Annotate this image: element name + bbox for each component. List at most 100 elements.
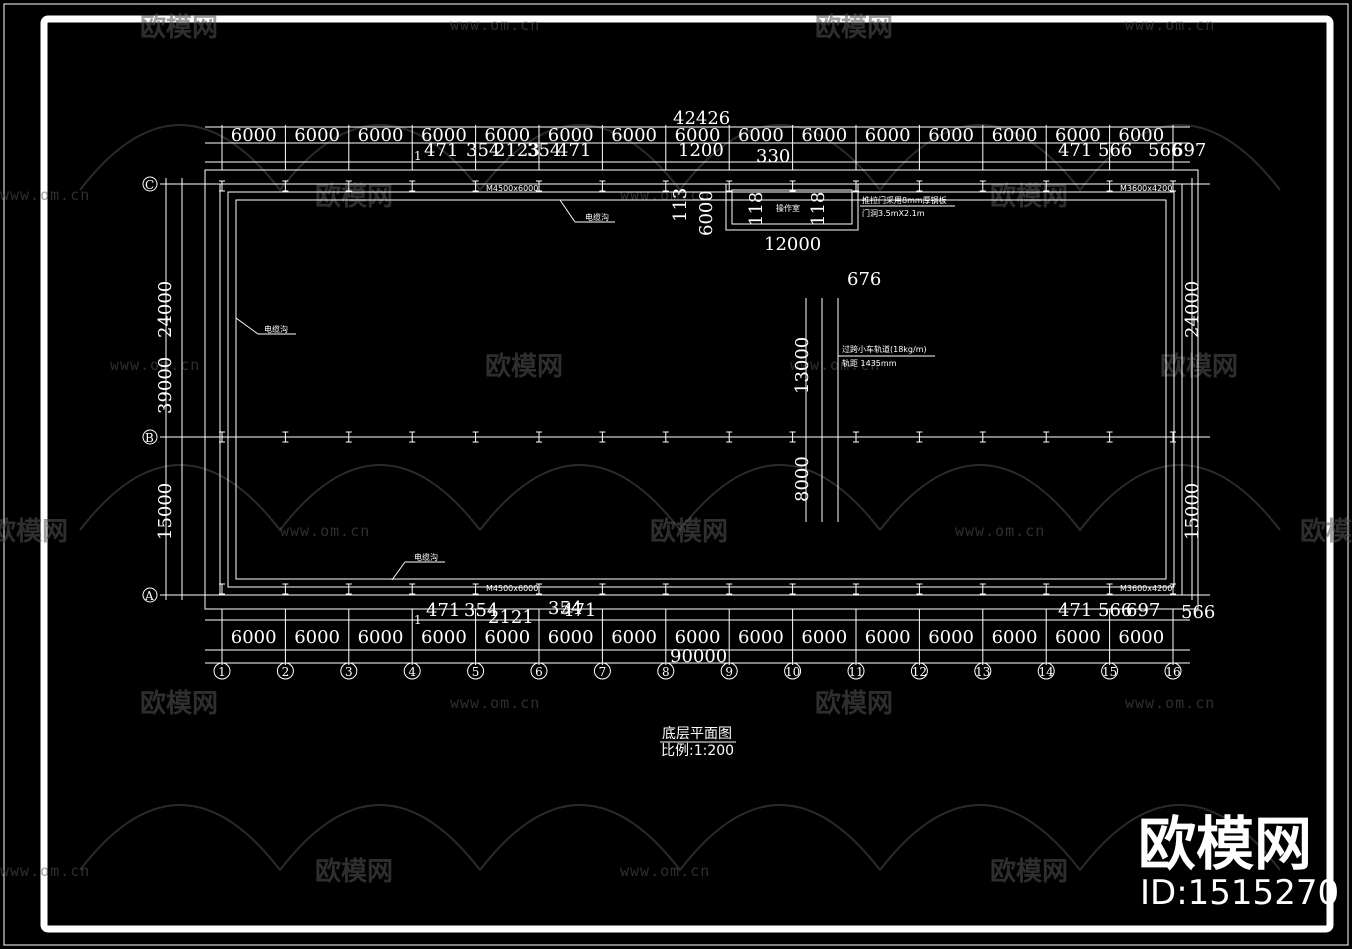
column-marker [219,431,225,443]
watermark-url: www.om.cn [450,16,540,34]
watermark-text: 欧模网 [140,12,218,43]
dim-bay-bottom: 6000 [548,627,594,648]
watermark-arcs [79,124,1281,872]
column-axis-label: 5 [472,665,480,679]
dim-bot-sub: 471 [562,600,596,621]
watermark-url: www.om.cn [955,522,1045,540]
watermark-text: 欧模网 [485,351,563,382]
dim-overall-bottom: 90000 [670,646,727,667]
watermark-text: 欧模网 [990,181,1068,212]
dim-left-total: 39000 [155,357,176,414]
note-door-top-left: M4500x6000 [486,184,538,193]
dim-bay-bottom: 6000 [358,627,404,648]
note-room: 操作室 [776,203,800,213]
column-marker [282,583,289,595]
dim-pit-6000: 6000 [696,190,717,236]
watermark-text: 欧模网 [0,516,68,547]
dim-bay-top: 6000 [865,125,911,146]
column-axis-bubble: 2 [276,662,294,680]
row-axis-label: C [145,178,154,192]
dim-bay-bottom: 6000 [992,627,1038,648]
dim-bay-top: 6000 [611,125,657,146]
watermark-url: www.om.cn [790,356,880,374]
dim-right-lower: 15000 [1182,483,1203,540]
column-marker [536,180,542,192]
column-marker [662,583,669,595]
column-marker [789,431,796,443]
row-axis-c: C [142,176,158,192]
watermark-text: 欧模网 [815,688,893,719]
column-marker [789,583,796,595]
dim-top-sub: 566 [1098,140,1132,161]
dim-one-top: 1 [414,149,422,163]
column-marker [1043,180,1050,192]
dim-bot-sub: 697 [1126,600,1160,621]
column-marker [345,431,352,443]
dim-bot-sub: 471 [426,600,460,621]
note-door-top-right: M3600x4200 [1120,184,1172,193]
watermark-text: 欧模网 [1160,351,1238,382]
watermark-url: www.om.cn [110,356,200,374]
column-marker [599,583,606,595]
column-axis-label: 6 [535,665,543,679]
dim-bay-bottom: 6000 [421,627,467,648]
dim-bay-top: 6000 [675,125,721,146]
column-axis-label: 2 [282,665,290,679]
dim-bay-bottom: 6000 [865,627,911,648]
watermark-text: 欧模网 [815,12,893,43]
dim-bay-bottom: 6000 [484,627,530,648]
dim-overall-top: 42426 [673,108,730,129]
dim-bay-top: 6000 [294,125,340,146]
drawing-scale: 比例:1:200 [661,743,734,759]
column-marker [916,583,923,595]
column-marker [219,583,225,595]
watermark-url: www.om.cn [0,186,90,204]
column-axis-label: 11 [848,665,863,679]
column-axis-bubble: 3 [340,662,358,680]
dim-rail-upper: 13000 [792,337,813,394]
column-axis-label: 13 [975,665,990,679]
column-axis-bubble: 9 [720,662,738,680]
watermark-url: www.om.cn [1125,16,1215,34]
dimension-lines [165,125,1193,665]
dim-pit-12000: 12000 [764,234,821,255]
row-axis-label: A [144,589,154,603]
dim-rail-lower: 8000 [792,456,813,502]
row-axis-b: B [142,429,158,445]
dim-rail-width: 676 [847,269,881,290]
dim-pit-113: 113 [670,188,691,222]
column-marker [853,180,859,192]
row-axis-label: B [145,431,154,445]
watermark-url: www.om.cn [620,862,710,880]
column-marker [853,583,859,595]
column-marker [345,583,352,595]
dim-bot-sub: 471 [1058,600,1092,621]
brand-id: ID:1515270 [1140,873,1339,913]
crane-rails [805,298,839,522]
column-marker [726,431,733,443]
column-marker [599,431,606,443]
dim-one-bottom: 1 [414,613,422,627]
dim-left-lower: 15000 [155,483,176,540]
column-marker [853,431,859,443]
column-marker [979,583,986,595]
watermark-text: 欧模网 [990,856,1068,887]
column-marker [916,180,923,192]
note-door-bottom-left: M4500x6000 [486,584,538,593]
column-marker [916,431,923,443]
dim-bay-top: 6000 [231,125,277,146]
dim-top-sub: 354 [527,140,561,161]
column-marker [219,180,225,192]
dim-bay-top: 6000 [738,125,784,146]
dim-bay-bottom: 6000 [1055,627,1101,648]
dim-bay-bottom: 6000 [738,627,784,648]
dim-top-sub: 697 [1172,140,1206,161]
column-axis-bubble: 10 [784,662,802,680]
column-axis-bubble: 4 [403,662,421,680]
dim-bay-top: 6000 [1055,125,1101,146]
column-marker [1106,180,1113,192]
dim-bay-bottom: 6000 [801,627,847,648]
